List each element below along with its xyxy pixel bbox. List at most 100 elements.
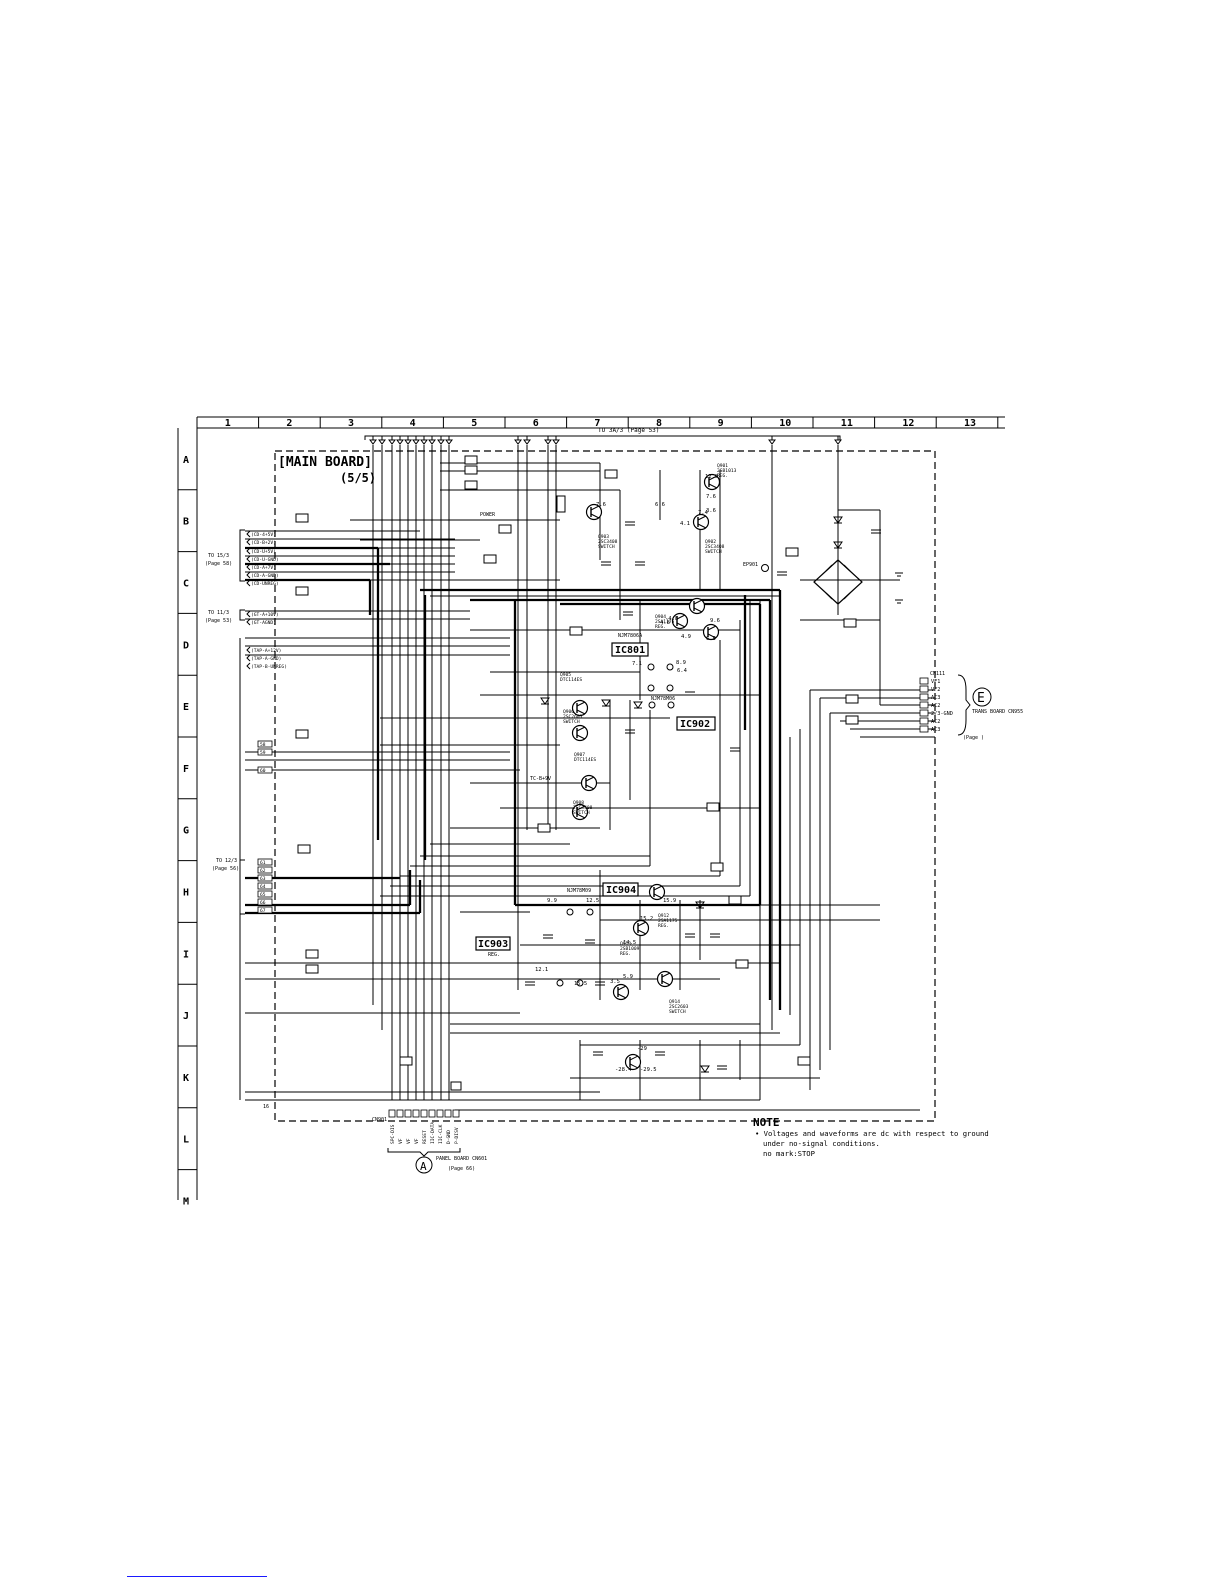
- terminal-arrow: [420, 436, 428, 445]
- cn111-badge: E: [977, 691, 985, 706]
- cn901-pin-box: [396, 1109, 404, 1118]
- net-tag: (CD-A+7V): [251, 565, 276, 571]
- left-connector-3-page: (Page 56): [212, 866, 239, 872]
- column-label: 10: [779, 418, 791, 429]
- left-connector-2-label: TO 11/3: [208, 610, 229, 616]
- column-label: 8: [656, 418, 662, 429]
- ic801-part: NJM7806A: [618, 633, 642, 639]
- column-label: 2: [286, 418, 292, 429]
- terminal-arrow: [388, 436, 396, 445]
- cn901-pin-box: [420, 1109, 428, 1118]
- transistor-symbol: [580, 774, 598, 792]
- transistor-note: SWITCH: [598, 544, 615, 550]
- cn901-pin-label: IIC-CLK: [438, 1124, 444, 1144]
- voltage-readout: 8.9: [676, 660, 686, 666]
- transistor-part: 2SC3408: [598, 539, 618, 545]
- transistor-note: REG.: [620, 951, 631, 957]
- transistor-symbol: [571, 803, 589, 821]
- voltage-readout: 9.6: [710, 618, 720, 624]
- row-label: A: [183, 455, 189, 466]
- net-tag: (CD-U+5V): [251, 549, 276, 555]
- column-label: 9: [718, 418, 724, 429]
- cn901-badge: A: [420, 1160, 427, 1173]
- transistor-ref: Q903: [598, 534, 609, 540]
- voltage-readout: 12.5: [586, 898, 599, 904]
- cn901-pin-box: [452, 1109, 460, 1118]
- column-ticks: [258, 417, 999, 428]
- transistor-part: 2SB1009: [620, 946, 640, 952]
- tc-b9-label: TC-B+9V: [530, 776, 551, 782]
- net-tag: (CD-A-GND): [251, 573, 279, 579]
- cn111-pin-label: VF1: [931, 679, 940, 685]
- column-label: 3: [348, 418, 354, 429]
- net-tag-arrow: [246, 610, 251, 618]
- terminal-arrow: [523, 436, 531, 445]
- pin-tag-box: [257, 874, 273, 882]
- terminal-arrow: [437, 436, 445, 445]
- ic904-box: [602, 882, 639, 897]
- left-connectors: TO 15/3 (Page 58) TO 11/3 (Page 53) TO 1…: [205, 529, 245, 915]
- pin-number: 60: [260, 768, 266, 774]
- voltage-readout: 3.6: [706, 508, 716, 514]
- cn901-pin-label: RESET: [422, 1130, 428, 1144]
- footer-link-rule: [127, 1576, 267, 1577]
- transistor-note: REG.: [658, 923, 669, 929]
- voltage-readout: 14.5: [623, 940, 636, 946]
- cn111-pin-label: AC3: [931, 727, 940, 733]
- note-block: NOTE • Voltages and waveforms are dc wit…: [753, 1116, 989, 1158]
- cn901-pin-label: VF: [398, 1138, 404, 1144]
- cn901-bracket: [387, 1148, 461, 1157]
- voltage-readout: 7.4: [698, 510, 709, 516]
- pin-tag-box: [257, 890, 273, 898]
- voltage-readout: 12.9: [705, 474, 718, 480]
- ep901-label: EP901: [743, 562, 758, 568]
- transistor-symbol: [692, 513, 710, 531]
- transistor-ref: Q905: [560, 672, 571, 678]
- voltage-readout: 3.5: [610, 979, 620, 985]
- column-label: 1: [225, 418, 231, 429]
- transistor-symbol: [688, 597, 706, 615]
- cn111-pin-box: [919, 677, 929, 685]
- voltage-readout: 15.2: [640, 916, 653, 922]
- transistor-note: REG.: [655, 624, 666, 630]
- cn111-page: (Page ): [963, 735, 984, 741]
- pin-number: 59: [260, 750, 266, 756]
- transistor-part: 2SC3408: [705, 544, 725, 550]
- cn901-pin-label: D-GND: [446, 1130, 452, 1144]
- transistor-ref: Q908: [573, 800, 584, 806]
- cn901-pin-label: SPC-DIS: [390, 1124, 396, 1144]
- transistor-symbol: [571, 699, 589, 717]
- cn111-pin-label: AC2: [931, 719, 940, 725]
- pin-number: 66: [260, 900, 266, 906]
- transistor-part: 2SC2603: [563, 714, 583, 720]
- left-bracket-1: [239, 529, 245, 582]
- cn901-pin-box: [428, 1109, 436, 1118]
- cn111-pin-box: [919, 709, 929, 717]
- passive-components: [525, 516, 881, 1073]
- transistor-symbols: [571, 473, 721, 1071]
- transistor-symbol: [571, 724, 589, 742]
- row-label: F: [183, 764, 189, 775]
- cn901-pin-box: [436, 1109, 444, 1118]
- pin-tag-box: [257, 906, 273, 914]
- pin-tag-box: [257, 882, 273, 890]
- column-label: 11: [841, 418, 853, 429]
- note-line-1: • Voltages and waveforms are dc with res…: [755, 1129, 989, 1138]
- terminal-arrow: [552, 436, 560, 445]
- transistor-ref: Q904: [655, 614, 666, 620]
- left-bracket-3: [239, 859, 245, 915]
- cn901-pin-label: IIC-DATA: [430, 1122, 436, 1144]
- top-terminals: [369, 436, 842, 445]
- column-label: 13: [964, 418, 976, 429]
- voltage-readout: 5.9: [623, 974, 633, 980]
- transistor-captions: Q9012SB1013REG.Q9022SC3408SWITCHQ9032SC3…: [560, 463, 737, 1015]
- cn901-pin-box: [388, 1109, 396, 1118]
- board-subtitle: (5/5): [340, 471, 376, 485]
- ic904-part: NJM78M09: [567, 888, 591, 894]
- transistor-note: SWITCH: [669, 1009, 686, 1015]
- row-ticks: [178, 489, 197, 1171]
